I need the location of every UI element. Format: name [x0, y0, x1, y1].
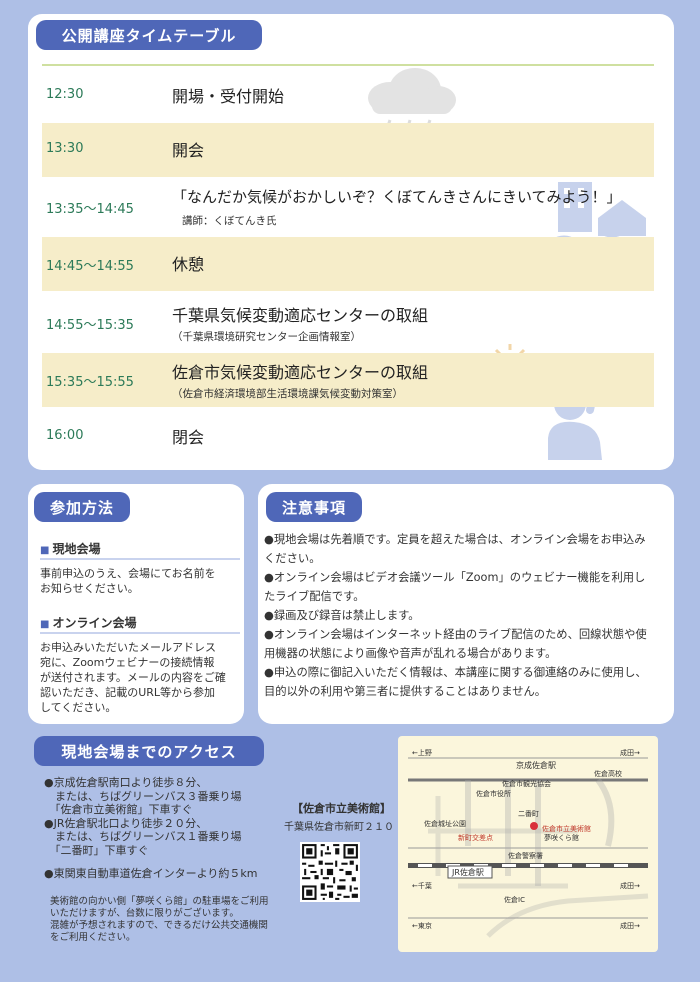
- access-title: 現地会場までのアクセス: [34, 736, 264, 766]
- note-line: ●申込の際に御記入いただく情報は、本講座に関する御連絡のみに使用し、: [264, 666, 647, 679]
- map-label: 成田→: [620, 921, 640, 930]
- map-label: 佐倉市立美術館: [542, 824, 591, 833]
- timetable-divider: [42, 64, 654, 66]
- map-label: 佐倉警察署: [508, 851, 543, 860]
- online-heading: オンライン会場: [40, 614, 136, 631]
- timetable-row: 15:35～15:55 佐倉市気候変動適応センターの取組 （佐倉市経済環境部生活…: [42, 353, 654, 407]
- museum-name: 【佐倉市立美術館】: [292, 802, 391, 815]
- text-line: 宛に、Zoomウェビナーの接続情報: [40, 656, 215, 669]
- row-organization: （千葉県環境研究センター企画情報室）: [172, 331, 361, 343]
- note-line: 用機器の状態により画像や音声が乱れる場合があります。: [264, 647, 557, 660]
- access-map: ←上野 成田→ 京成佐倉駅 佐倉高校 佐倉市観光協会 佐倉市役所 二番町 佐倉市…: [398, 736, 658, 952]
- note-line: 混雑が予想されますので、できるだけ公共交通機関: [50, 920, 268, 931]
- map-label: 二番町: [518, 810, 539, 818]
- onsite-heading: 現地会場: [40, 540, 100, 557]
- row-organization: （佐倉市経済環境部生活環境課気候変動対策室）: [172, 388, 403, 400]
- row-time: 12:30: [46, 87, 84, 102]
- note-line: ●オンライン会場はインターネット経由のライブ配信のため、回線状態や使: [264, 628, 647, 641]
- row-time: 13:35～14:45: [46, 202, 134, 217]
- row-time: 15:35～15:55: [46, 375, 134, 390]
- access-directions: ●京成佐倉駅南口より徒歩８分、 または、ちばグリーンバス３番乗り場 「佐倉市立美…: [44, 776, 257, 881]
- note-line: ●現地会場は先着順です。定員を超えた場合は、オンライン会場をお申込み: [264, 533, 646, 546]
- direction-line: 「二番町」下車すぐ: [44, 843, 149, 857]
- direction-line: または、ちばグリーンバス１番乗り場: [44, 830, 242, 843]
- map-label: 成田→: [620, 748, 640, 757]
- timetable-row: 12:30 開場・受付開始: [42, 69, 654, 123]
- row-time: 14:45～14:55: [46, 259, 134, 274]
- row-time: 14:55～15:35: [46, 318, 134, 333]
- text-line: お申込みいただいたメールアドレス: [40, 641, 216, 654]
- row-event: 「なんだか気候がおかしいぞ？くぼてんきさんにきいてみよう！」: [172, 188, 622, 206]
- direction-line: ●京成佐倉駅南口より徒歩８分、: [44, 776, 208, 789]
- direction-line: ●JR佐倉駅北口より徒歩２０分、: [44, 816, 208, 830]
- row-speaker: 講師：くぼてんき氏: [182, 215, 277, 227]
- map-label: 佐倉高校: [594, 769, 622, 778]
- text-line: 事前申込のうえ、会場にてお名前を: [40, 567, 216, 580]
- parking-note: 美術館の向かい側「夢咲くら館」の駐車場をご利用 いただけますが、台数に限りがござ…: [50, 896, 269, 944]
- map-label: 成田→: [620, 881, 640, 890]
- row-event: 閉会: [172, 428, 205, 447]
- text-line: 認いただき、記載のURL等から参加: [40, 686, 216, 699]
- qr-code[interactable]: [300, 842, 360, 902]
- row-time: 16:00: [46, 428, 84, 443]
- timetable-row: 13:30 開会: [42, 123, 654, 177]
- text-line: お知らせください。: [40, 582, 139, 595]
- note-line: 美術館の向かい側「夢咲くら館」の駐車場をご利用: [50, 896, 269, 907]
- map-label: ←東京: [412, 921, 432, 930]
- online-text: お申込みいただいたメールアドレス 宛に、Zoomウェビナーの接続情報 が送付され…: [40, 640, 240, 715]
- text-line: が送付されます。メールの内容をご確: [40, 671, 226, 684]
- note-line: ください。: [264, 552, 321, 565]
- map-label: ←千葉: [412, 881, 432, 890]
- timetable-row: 16:00 閉会: [42, 410, 654, 464]
- timetable-row: 14:55～15:35 千葉県気候変動適応センターの取組 （千葉県環境研究センタ…: [42, 296, 654, 350]
- note-line: 目的以外の利用や第三者に提供することはありません。: [264, 685, 547, 698]
- museum-address: 千葉県佐倉市新町２１０: [284, 822, 394, 833]
- map-label: ←上野: [412, 748, 432, 757]
- section-divider: [40, 632, 240, 634]
- row-event: 開場・受付開始: [172, 87, 285, 106]
- row-event: 休憩: [172, 255, 205, 274]
- map-label: 佐倉市観光協会: [502, 779, 551, 788]
- map-label: 佐倉市役所: [476, 789, 511, 798]
- direction-line: または、ちばグリーンバス３番乗り場: [44, 789, 242, 803]
- row-time: 13:30: [46, 141, 84, 156]
- note-line: ●オンライン会場はビデオ会議ツール「Zoom」のウェビナー機能を利用し: [264, 571, 646, 584]
- notes-panel: [258, 484, 674, 724]
- row-event: 佐倉市気候変動適応センターの取組: [172, 363, 429, 382]
- row-event: 千葉県気候変動適応センターの取組: [172, 306, 429, 325]
- map-label: 佐倉IC: [504, 895, 525, 904]
- map-label: JR佐倉駅: [451, 867, 484, 877]
- timetable-row: 13:35～14:45 「なんだか気候がおかしいぞ？くぼてんきさんにきいてみよう…: [42, 180, 654, 234]
- method-panel: [28, 484, 244, 724]
- direction-line: 「佐倉市立美術館」下車すぐ: [44, 803, 193, 816]
- notes-title: 注意事項: [266, 492, 362, 522]
- timetable-title: 公開講座タイムテーブル: [36, 20, 262, 50]
- map-label: 夢咲くら館: [544, 833, 579, 842]
- map-label: 京成佐倉駅: [516, 760, 556, 770]
- note-line: いただけますが、台数に限りがございます。: [50, 908, 239, 919]
- map-label: 佐倉城址公園: [424, 819, 466, 828]
- method-title: 参加方法: [34, 492, 130, 522]
- note-line: たライブ配信です。: [264, 590, 365, 603]
- direction-line: ●東関東自動車道佐倉インターより約５km: [44, 867, 258, 880]
- note-line: をご利用ください。: [50, 932, 136, 943]
- onsite-text: 事前申込のうえ、会場にてお名前を お知らせください。: [40, 566, 240, 596]
- notes-list: ●現地会場は先着順です。定員を超えた場合は、オンライン会場をお申込み ください。…: [264, 530, 666, 701]
- note-line: ●録画及び録音は禁止します。: [264, 609, 420, 622]
- text-line: してください。: [40, 701, 117, 714]
- map-label: 新町交差点: [458, 833, 493, 842]
- timetable-row: 14:45～14:55 休憩: [42, 237, 654, 291]
- section-divider: [40, 558, 240, 560]
- row-event: 開会: [172, 141, 205, 160]
